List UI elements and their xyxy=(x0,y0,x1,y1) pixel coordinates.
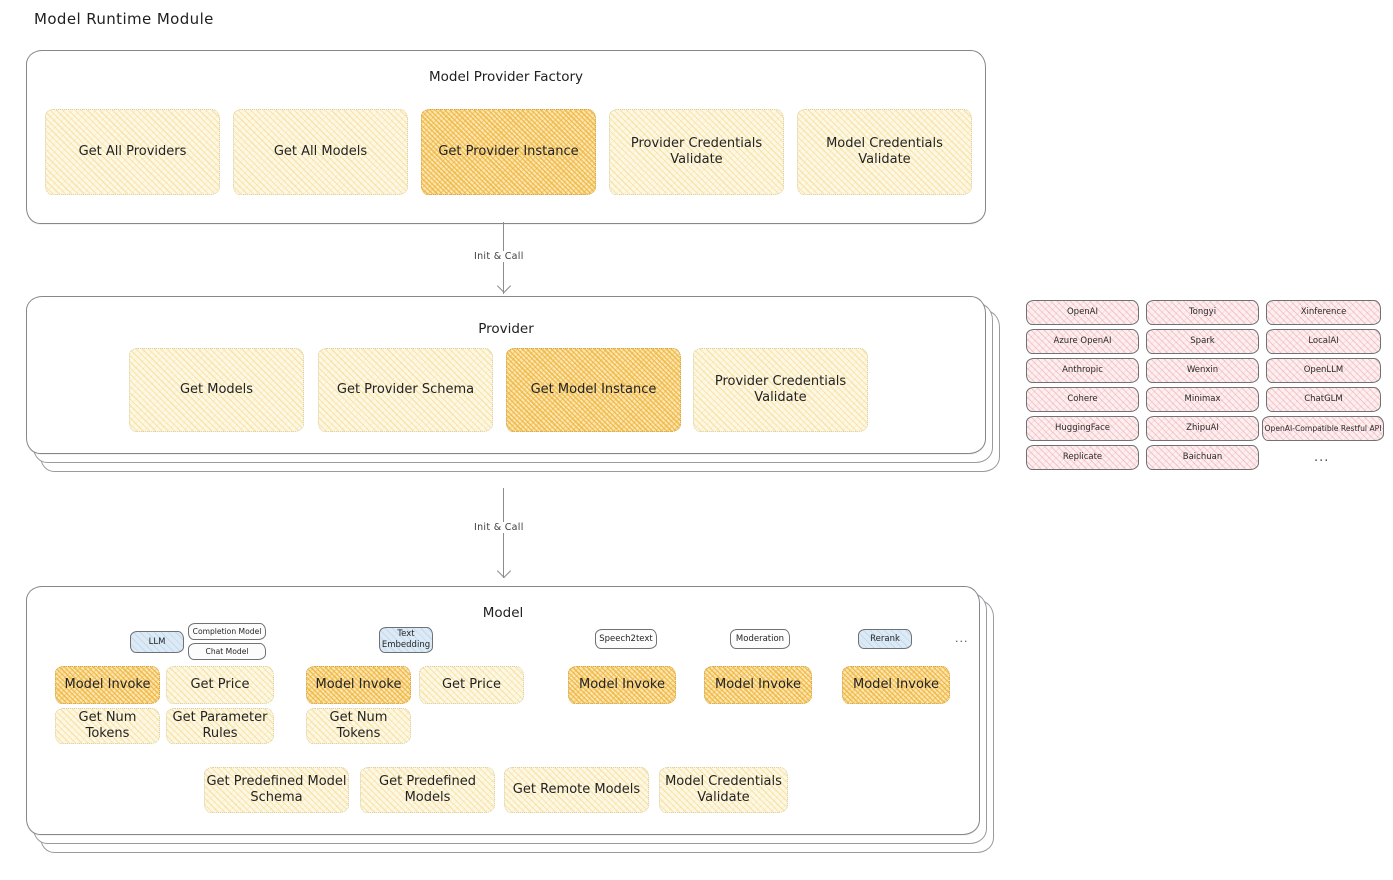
factory-node-get-all-providers[interactable]: Get All Providers xyxy=(45,109,220,195)
provider-chip-openai[interactable]: OpenAI xyxy=(1026,300,1139,325)
panel-provider: Provider Get Models Get Provider Schema … xyxy=(26,296,986,454)
factory-node-provider-credentials-validate[interactable]: Provider Credentials Validate xyxy=(609,109,784,195)
model-type-text-embedding[interactable]: Text Embedding xyxy=(379,627,433,653)
model-common-get-remote-models[interactable]: Get Remote Models xyxy=(504,767,649,813)
arrow-provider-to-model-label: Init & Call xyxy=(470,522,528,533)
factory-node-get-all-models[interactable]: Get All Models xyxy=(233,109,408,195)
model-text-embedding-method-get-num-tokens[interactable]: Get Num Tokens xyxy=(306,708,411,744)
provider-chip-replicate[interactable]: Replicate xyxy=(1026,445,1139,470)
model-type-rerank[interactable]: Rerank xyxy=(858,629,912,649)
model-type-llm[interactable]: LLM xyxy=(130,631,184,653)
provider-chip-tongyi[interactable]: Tongyi xyxy=(1146,300,1259,325)
panel-model: Model LLM Completion Model Chat Model Mo… xyxy=(26,586,980,835)
page-title: Model Runtime Module xyxy=(34,10,214,28)
arrow-factory-to-provider-label: Init & Call xyxy=(470,251,528,262)
factory-title: Model Provider Factory xyxy=(428,69,583,85)
model-types-more: ... xyxy=(955,632,969,645)
factory-node-get-provider-instance[interactable]: Get Provider Instance xyxy=(421,109,596,195)
arrow-factory-to-provider-head xyxy=(496,278,512,294)
model-type-speech2text[interactable]: Speech2text xyxy=(595,629,657,649)
model-type-llm-sub-chat-model[interactable]: Chat Model xyxy=(188,643,266,660)
arrow-provider-to-model-line xyxy=(503,488,504,578)
provider-list-more: ... xyxy=(1314,450,1330,465)
provider-node-get-models[interactable]: Get Models xyxy=(129,348,304,432)
arrow-provider-to-model-head xyxy=(496,563,512,579)
provider-chip-anthropic[interactable]: Anthropic xyxy=(1026,358,1139,383)
model-common-get-predefined-models[interactable]: Get Predefined Models xyxy=(360,767,495,813)
provider-chip-localai[interactable]: LocalAI xyxy=(1266,329,1381,354)
model-type-moderation[interactable]: Moderation xyxy=(730,629,790,649)
provider-list: OpenAI Azure OpenAI Anthropic Cohere Hug… xyxy=(1026,300,1384,475)
provider-chip-huggingface[interactable]: HuggingFace xyxy=(1026,416,1139,441)
provider-title: Provider xyxy=(478,321,534,337)
model-llm-method-get-parameter-rules[interactable]: Get Parameter Rules xyxy=(166,708,274,744)
provider-chip-minimax[interactable]: Minimax xyxy=(1146,387,1259,412)
provider-chip-azure-openai[interactable]: Azure OpenAI xyxy=(1026,329,1139,354)
model-llm-method-model-invoke[interactable]: Model Invoke xyxy=(55,666,160,704)
model-llm-method-get-price[interactable]: Get Price xyxy=(166,666,274,704)
provider-node-get-model-instance[interactable]: Get Model Instance xyxy=(506,348,681,432)
model-llm-method-get-num-tokens[interactable]: Get Num Tokens xyxy=(55,708,160,744)
provider-chip-spark[interactable]: Spark xyxy=(1146,329,1259,354)
factory-node-model-credentials-validate[interactable]: Model Credentials Validate xyxy=(797,109,972,195)
panel-model-provider-factory: Model Provider Factory Get All Providers… xyxy=(26,50,986,224)
model-rerank-method-model-invoke[interactable]: Model Invoke xyxy=(842,666,950,704)
model-speech2text-method-model-invoke[interactable]: Model Invoke xyxy=(568,666,676,704)
provider-node-get-provider-schema[interactable]: Get Provider Schema xyxy=(318,348,493,432)
provider-node-provider-credentials-validate[interactable]: Provider Credentials Validate xyxy=(693,348,868,432)
model-text-embedding-method-model-invoke[interactable]: Model Invoke xyxy=(306,666,411,704)
model-title: Model xyxy=(482,605,524,621)
provider-chip-chatglm[interactable]: ChatGLM xyxy=(1266,387,1381,412)
provider-chip-openai-compatible-restful-api[interactable]: OpenAI-Compatible Restful API xyxy=(1262,416,1384,441)
provider-chip-baichuan[interactable]: Baichuan xyxy=(1146,445,1259,470)
model-common-get-predefined-model-schema[interactable]: Get Predefined Model Schema xyxy=(204,767,349,813)
provider-chip-openllm[interactable]: OpenLLM xyxy=(1266,358,1381,383)
model-common-model-credentials-validate[interactable]: Model Credentials Validate xyxy=(659,767,788,813)
provider-chip-xinference[interactable]: Xinference xyxy=(1266,300,1381,325)
model-type-llm-sub-completion-model[interactable]: Completion Model xyxy=(188,623,266,640)
provider-chip-cohere[interactable]: Cohere xyxy=(1026,387,1139,412)
model-moderation-method-model-invoke[interactable]: Model Invoke xyxy=(704,666,812,704)
model-text-embedding-method-get-price[interactable]: Get Price xyxy=(419,666,524,704)
provider-chip-wenxin[interactable]: Wenxin xyxy=(1146,358,1259,383)
provider-chip-zhipuai[interactable]: ZhipuAI xyxy=(1146,416,1259,441)
